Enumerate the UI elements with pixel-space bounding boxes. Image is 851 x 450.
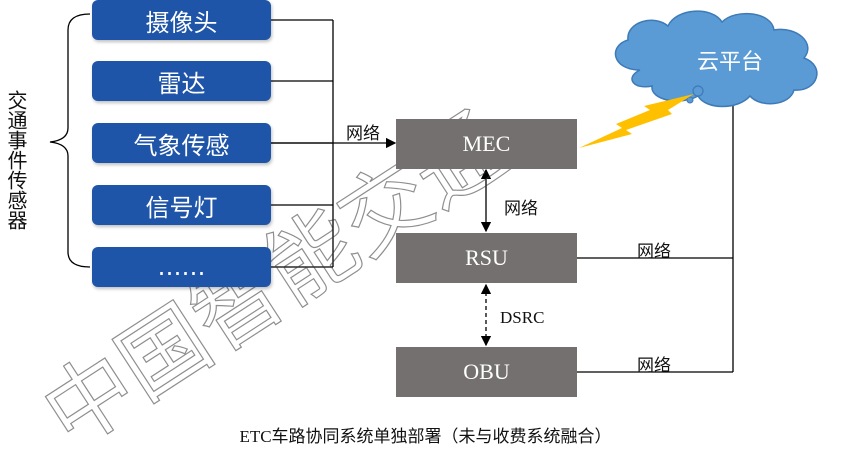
sensor-group-brace [49,13,91,268]
sensor-group-label: 交通事件传感器 [4,90,28,230]
obu-box: OBU [396,347,577,397]
lightning-icon [579,94,694,148]
mec-box: MEC [396,119,577,169]
link-label-rsu-cloud: 网络 [637,242,671,262]
sensor-camera: 摄像头 [92,0,271,40]
link-label-rsu-obu: DSRC [500,308,545,327]
cloud-shape [614,10,818,108]
sensor-radar: 雷达 [92,61,271,101]
rsu-box: RSU [396,233,577,283]
sensor-more: …… [92,247,271,287]
link-label-sensors-mec: 网络 [346,124,380,144]
sensor-weather: 气象传感 [92,123,271,163]
diagram-caption: ETC车路协同系统单独部署（未与收费系统融合） [239,427,612,446]
sensor-signal-light: 信号灯 [92,185,271,225]
link-label-mec-rsu: 网络 [504,199,538,219]
link-label-obu-cloud: 网络 [637,356,671,376]
cloud-platform-label: 云平台 [696,50,763,75]
